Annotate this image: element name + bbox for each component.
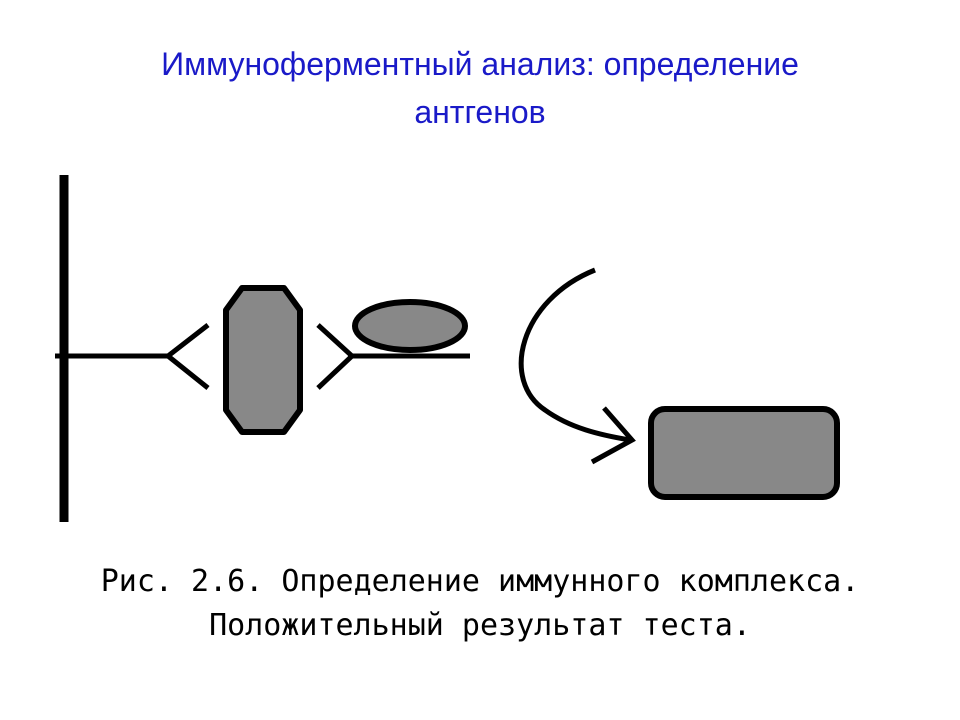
product-shape — [648, 406, 840, 500]
capture-antibody-fork — [163, 323, 210, 390]
slide-title: Иммуноферментный анализ: определение ант… — [60, 40, 900, 136]
figure-caption-line-1: Рис. 2.6. Определение иммунного комплекс… — [100, 564, 860, 599]
reaction-arrow-head — [590, 406, 636, 465]
antigen-shape — [223, 285, 303, 435]
detection-antibody-fork — [316, 323, 356, 390]
figure-caption: Рис. 2.6. Определение иммунного комплекс… — [40, 560, 920, 648]
reaction-arrow — [518, 267, 631, 443]
slide-title-line-2: антгенов — [414, 94, 546, 130]
enzyme-label-shape — [352, 299, 468, 353]
figure-caption-line-2: Положительный результат теста. — [209, 608, 751, 643]
slide-title-line-1: Иммуноферментный анализ: определение — [161, 46, 799, 82]
